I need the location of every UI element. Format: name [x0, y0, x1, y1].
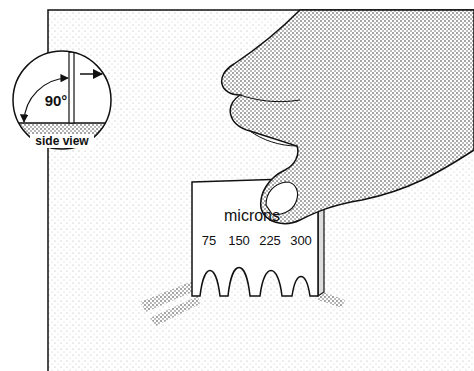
surface-border	[48, 10, 474, 371]
hand	[222, 10, 474, 224]
painted-surface	[48, 10, 474, 371]
scale-number: 225	[259, 234, 281, 247]
scale-number: 300	[290, 234, 312, 247]
unit-label: microns	[224, 208, 280, 224]
side-view-inset	[0, 51, 130, 163]
scale-number: 75	[202, 234, 216, 247]
view-label: side view	[35, 135, 88, 147]
scale-number: 150	[228, 234, 250, 247]
angle-label: 90°	[45, 93, 68, 108]
